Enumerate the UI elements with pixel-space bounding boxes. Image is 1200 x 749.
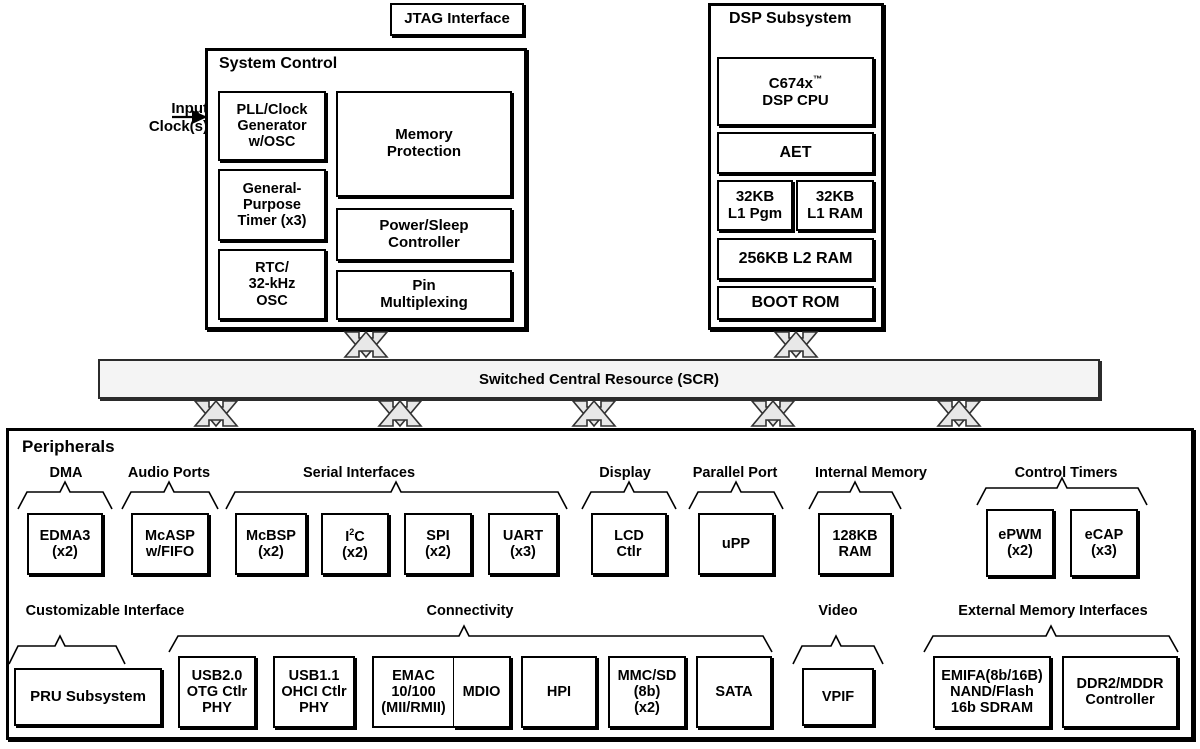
switched-central-resource-bar[interactable]: Switched Central Resource (SCR) — [98, 359, 1100, 399]
brace-customizable-interface — [8, 634, 126, 665]
arrow-scr-peripherals-3 — [571, 399, 617, 428]
mcbsp-block[interactable]: McBSP (x2) — [235, 513, 307, 575]
brace-control-timers — [976, 476, 1148, 506]
spi-block[interactable]: SPI (x2) — [404, 513, 472, 575]
pll-clock-generator-block[interactable]: PLL/Clock Generator w/OSC — [218, 91, 326, 161]
group-label-external-memory-interfaces: External Memory Interfaces — [958, 603, 1148, 619]
arrow-dsp-scr — [773, 330, 819, 359]
vpif-block[interactable]: VPIF — [802, 668, 874, 726]
emifa-block[interactable]: EMIFA(8b/16B) NAND/Flash 16b SDRAM — [933, 656, 1051, 728]
aet-block[interactable]: AET — [717, 132, 874, 174]
peripherals-title: Peripherals — [22, 437, 115, 456]
group-label-audio-ports: Audio Ports — [127, 465, 211, 481]
l1-ram-block[interactable]: 32KB L1 RAM — [796, 180, 874, 231]
epwm-block[interactable]: ePWM (x2) — [986, 509, 1054, 577]
emac-block[interactable]: EMAC 10/100 (MII/RMII) — [372, 656, 454, 728]
usb11-ohci-block[interactable]: USB1.1 OHCI Ctlr PHY — [273, 656, 355, 728]
lcd-ctlr-block[interactable]: LCD Ctlr — [591, 513, 667, 575]
internal-ram-block[interactable]: 128KB RAM — [818, 513, 892, 575]
jtag-interface-block[interactable]: JTAG Interface — [390, 3, 524, 36]
sata-block[interactable]: SATA — [696, 656, 772, 728]
brace-dma — [17, 480, 113, 510]
arrow-syscontrol-scr — [343, 330, 389, 359]
brace-audio-ports — [121, 480, 219, 510]
brace-external-memory-interfaces — [923, 624, 1179, 653]
brace-parallel-port — [688, 480, 784, 510]
edma3-block[interactable]: EDMA3 (x2) — [27, 513, 103, 575]
ecap-block[interactable]: eCAP (x3) — [1070, 509, 1138, 577]
brace-internal-memory — [808, 480, 902, 510]
brace-serial-interfaces — [225, 480, 568, 510]
arrow-scr-peripherals-5 — [936, 399, 982, 428]
mcasp-block[interactable]: McASP w/FIFO — [131, 513, 209, 575]
general-purpose-timer-block[interactable]: General- Purpose Timer (x3) — [218, 169, 326, 241]
boot-rom-block[interactable]: BOOT ROM — [717, 286, 874, 320]
pin-multiplexing-block[interactable]: Pin Multiplexing — [336, 270, 512, 320]
usb20-otg-block[interactable]: USB2.0 OTG Ctlr PHY — [178, 656, 256, 728]
group-label-internal-memory: Internal Memory — [815, 465, 927, 481]
upp-block[interactable]: uPP — [698, 513, 774, 575]
mdio-block[interactable]: MDIO — [453, 656, 511, 728]
i2c-block[interactable]: I2C (x2) — [321, 513, 389, 575]
group-label-customizable-interface: Customizable Interface — [25, 603, 185, 619]
group-label-connectivity: Connectivity — [426, 603, 514, 619]
brace-connectivity — [168, 624, 773, 653]
system-control-title: System Control — [219, 55, 338, 72]
brace-display — [581, 480, 677, 510]
dsp-subsystem-title: DSP Subsystem — [729, 10, 852, 27]
brace-video — [792, 634, 884, 665]
mmc-sd-block[interactable]: MMC/SD (8b) (x2) — [608, 656, 686, 728]
scr-label: Switched Central Resource (SCR) — [478, 370, 720, 388]
group-label-serial-interfaces: Serial Interfaces — [302, 465, 416, 481]
arrow-scr-peripherals-2 — [377, 399, 423, 428]
group-label-dma: DMA — [49, 465, 83, 481]
jtag-interface-label: JTAG Interface — [404, 10, 510, 28]
memory-protection-block[interactable]: Memory Protection — [336, 91, 512, 197]
hpi-block[interactable]: HPI — [521, 656, 597, 728]
dsp-cpu-line-1: C674x™ — [768, 73, 823, 92]
uart-block[interactable]: UART (x3) — [488, 513, 558, 575]
arrow-scr-peripherals-4 — [750, 399, 796, 428]
l1-pgm-block[interactable]: 32KB L1 Pgm — [717, 180, 793, 231]
power-sleep-controller-block[interactable]: Power/Sleep Controller — [336, 208, 512, 261]
ddr2-mddr-block[interactable]: DDR2/MDDR Controller — [1062, 656, 1178, 728]
dsp-cpu-block[interactable]: C674x™ DSP CPU — [717, 57, 874, 126]
l2-ram-block[interactable]: 256KB L2 RAM — [717, 238, 874, 280]
i2c-line-1: I2C — [345, 526, 365, 545]
group-label-control-timers: Control Timers — [1014, 465, 1118, 481]
group-label-display: Display — [599, 465, 651, 481]
rtc-32khz-osc-block[interactable]: RTC/ 32-kHz OSC — [218, 249, 326, 320]
pru-subsystem-block[interactable]: PRU Subsystem — [14, 668, 162, 726]
group-label-video: Video — [818, 603, 858, 619]
arrow-scr-peripherals-1 — [193, 399, 239, 428]
group-label-parallel-port: Parallel Port — [692, 465, 778, 481]
